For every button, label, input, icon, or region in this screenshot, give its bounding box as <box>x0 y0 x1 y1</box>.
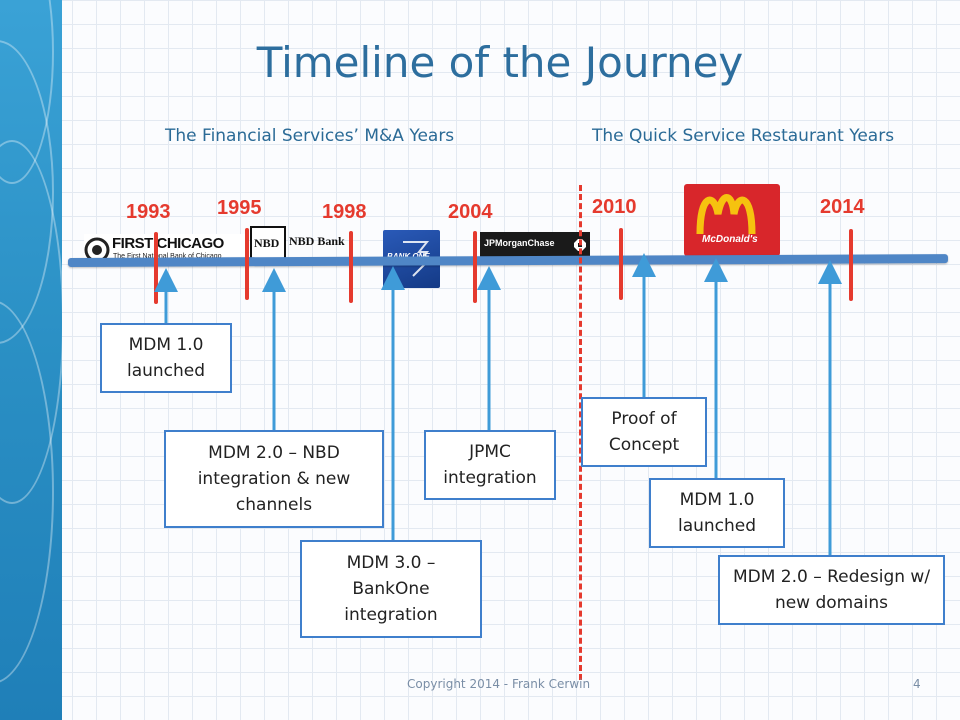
milestone-label: Proof of Concept <box>608 409 680 455</box>
milestone-label: MDM 2.0 – Redesign w/ new domains <box>732 567 931 613</box>
milestone-mdm2-nbd: MDM 2.0 – NBD integration & new channels <box>164 430 384 528</box>
milestone-label: MDM 2.0 – NBD integration & new channels <box>197 443 351 515</box>
tick-2010 <box>619 228 623 300</box>
year-1998: 1998 <box>322 201 367 223</box>
year-1995: 1995 <box>217 197 262 219</box>
year-2010: 2010 <box>592 196 637 218</box>
milestone-mdm1-first-chicago: MDM 1.0 launched <box>100 323 232 393</box>
year-2014: 2014 <box>820 196 865 218</box>
tick-1998 <box>349 231 353 303</box>
mcdonalds-label: McDonald's <box>702 234 758 245</box>
page-title: Timeline of the Journey <box>256 38 744 87</box>
page-number: 4 <box>913 677 921 691</box>
jpmorgan-label: JPMorganChase <box>484 238 555 248</box>
milestone-mdm2-redesign: MDM 2.0 – Redesign w/ new domains <box>718 555 945 625</box>
first-chicago-subtitle: The First National Bank of Chicago <box>113 253 222 260</box>
year-2004: 2004 <box>448 201 493 223</box>
section-title-financial: The Financial Services’ M&A Years <box>165 126 455 146</box>
tick-2004 <box>473 231 477 303</box>
tick-2014 <box>849 229 853 301</box>
golden-arches-icon <box>696 194 756 235</box>
mcdonalds-logo: McDonald's <box>684 184 780 256</box>
milestone-label: MDM 1.0 launched <box>126 335 206 381</box>
copyright-footer: Copyright 2014 - Frank Cerwin <box>407 677 591 691</box>
nbd-mark: NBD <box>254 236 280 250</box>
era-divider <box>579 185 582 680</box>
section-title-qsr: The Quick Service Restaurant Years <box>592 126 895 146</box>
nbd-bank-label: NBD Bank <box>289 234 345 248</box>
year-1993: 1993 <box>126 201 171 223</box>
milestone-label: MDM 1.0 launched <box>677 490 757 536</box>
milestone-label: MDM 3.0 – BankOne integration <box>344 553 438 625</box>
first-chicago-name: FIRST CHICAGO <box>112 235 224 252</box>
tick-1995 <box>245 228 249 300</box>
milestone-mdm1-mcdonalds: MDM 1.0 launched <box>649 478 785 548</box>
milestone-proof-of-concept: Proof of Concept <box>581 397 707 467</box>
milestone-mdm3-bankone: MDM 3.0 – BankOne integration <box>300 540 482 638</box>
sidebar-decoration <box>0 0 62 720</box>
milestone-jpmc-integration: JPMC integration <box>424 430 556 500</box>
milestone-label: JPMC integration <box>443 442 537 488</box>
